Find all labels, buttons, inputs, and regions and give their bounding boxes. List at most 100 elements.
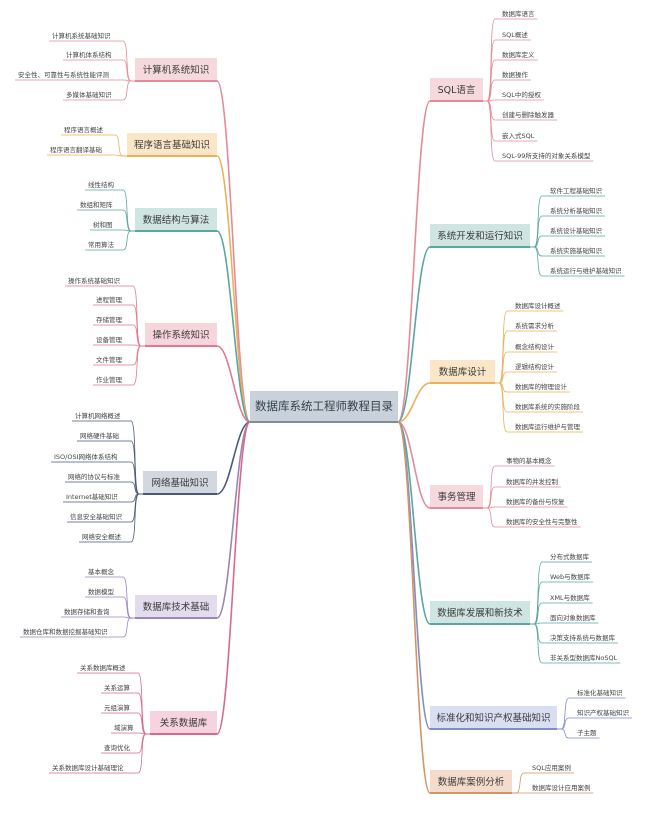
leaf-topic[interactable]: 知识产权基础知识 bbox=[577, 709, 629, 717]
root-topic[interactable]: 数据库系统工程师教程目录 bbox=[250, 391, 398, 423]
branch-transaction[interactable]: 事务管理 bbox=[430, 485, 483, 509]
leaf-topic[interactable]: ISO/OSI网络体系结构 bbox=[54, 453, 118, 461]
leaf-topic[interactable]: 数据库系统的实施阶段 bbox=[515, 403, 580, 411]
leaf-topic[interactable]: 网络的协议与标准 bbox=[68, 473, 120, 481]
leaf-topic[interactable]: SQL应用案例 bbox=[532, 764, 571, 772]
leaf-topic[interactable]: 数据库定义 bbox=[502, 51, 535, 59]
branch-relational-database[interactable]: 关系数据库 bbox=[150, 711, 217, 735]
leaf-connector bbox=[85, 576, 132, 619]
leaf-connector bbox=[560, 717, 632, 730]
branch-data-structures[interactable]: 数据结构与算法 bbox=[135, 208, 217, 232]
leaf-topic[interactable]: 嵌入式SQL bbox=[502, 132, 535, 140]
leaf-topic[interactable]: 作业管理 bbox=[96, 376, 122, 384]
leaf-topic[interactable]: 关系数据库设计基础理论 bbox=[52, 764, 124, 772]
leaf-topic[interactable]: 网络安全概述 bbox=[82, 533, 121, 541]
leaf-topic[interactable]: 多媒体基础知识 bbox=[66, 91, 112, 99]
leaf-topic[interactable]: 元组演算 bbox=[104, 704, 130, 712]
leaf-topic[interactable]: 分布式数据库 bbox=[550, 553, 589, 561]
leaf-topic[interactable]: Internet基础知识 bbox=[66, 493, 118, 501]
leaf-topic[interactable]: 软件工程基础知识 bbox=[550, 187, 602, 195]
leaf-topic[interactable]: 逻辑结构设计 bbox=[515, 363, 554, 371]
leaf-topic[interactable]: 查询优化 bbox=[104, 744, 130, 752]
leaf-topic[interactable]: 程序语言翻译基础 bbox=[50, 146, 102, 154]
leaf-topic[interactable]: 计算机体系结构 bbox=[66, 51, 112, 59]
leaf-connector bbox=[93, 344, 142, 347]
leaf-topic[interactable]: 标准化基础知识 bbox=[577, 689, 623, 697]
branch-programming-language[interactable]: 程序语言基础知识 bbox=[127, 133, 217, 157]
leaf-topic[interactable]: 程序语言概述 bbox=[64, 126, 103, 134]
leaf-connector bbox=[533, 215, 605, 248]
branch-new-technology[interactable]: 数据库发展和新技术 bbox=[430, 601, 530, 625]
leaf-topic[interactable]: 数据库的并发控制 bbox=[506, 478, 558, 486]
leaf-topic[interactable]: 数据库的安全性与完整性 bbox=[506, 518, 578, 526]
leaf-topic[interactable]: 系统设计基础知识 bbox=[550, 227, 602, 235]
leaf-topic[interactable]: 数据操作 bbox=[502, 71, 528, 79]
leaf-topic[interactable]: 决策支持系统与数据库 bbox=[550, 634, 615, 642]
branch-database-design[interactable]: 数据库设计 bbox=[430, 360, 495, 384]
leaf-connector bbox=[20, 617, 132, 638]
leaf-topic[interactable]: 设备管理 bbox=[96, 336, 122, 344]
leaf-topic[interactable]: 操作系统基础知识 bbox=[68, 277, 120, 285]
branch-sql[interactable]: SQL语言 bbox=[430, 78, 483, 102]
branch-operating-system[interactable]: 操作系统知识 bbox=[145, 323, 217, 347]
leaf-topic[interactable]: 数据库设计概述 bbox=[515, 302, 561, 310]
leaf-topic[interactable]: 系统分析基础知识 bbox=[550, 207, 602, 215]
leaf-topic[interactable]: 数据库的备份与恢复 bbox=[506, 498, 565, 506]
leaf-topic[interactable]: 面向对象数据库 bbox=[550, 614, 596, 622]
leaf-topic[interactable]: 数据库设计应用案例 bbox=[532, 784, 591, 792]
connector-left-4 bbox=[216, 421, 251, 495]
leaf-topic[interactable]: 数据模型 bbox=[88, 588, 114, 596]
leaf-topic[interactable]: 安全性、可靠性与系统性能评测 bbox=[18, 71, 109, 79]
branch-system-development[interactable]: 系统开发和运行知识 bbox=[430, 224, 530, 248]
connector-right-6 bbox=[397, 421, 431, 794]
leaf-topic[interactable]: 计算机系统基础知识 bbox=[52, 32, 111, 40]
leaf-connector bbox=[533, 623, 621, 664]
leaf-topic[interactable]: 数据库的物理设计 bbox=[515, 383, 567, 391]
leaf-topic[interactable]: SQL概述 bbox=[502, 31, 528, 39]
connector-right-0 bbox=[397, 100, 431, 423]
leaf-topic[interactable]: 文件管理 bbox=[96, 356, 122, 364]
leaf-connector bbox=[486, 99, 544, 102]
branch-standardization[interactable]: 标准化和知识产权基础知识 bbox=[430, 706, 557, 730]
leaf-topic[interactable]: 非关系型数据库NoSQL bbox=[550, 654, 618, 662]
leaf-topic[interactable]: 系统实施基础知识 bbox=[550, 247, 602, 255]
leaf-connector bbox=[486, 59, 538, 102]
leaf-topic[interactable]: 事物的基本概念 bbox=[506, 457, 552, 465]
leaf-topic[interactable]: 数据存储和查询 bbox=[64, 608, 110, 616]
leaf-topic[interactable]: SQL中的授权 bbox=[502, 91, 541, 99]
leaf-topic[interactable]: Web与数据库 bbox=[550, 573, 591, 581]
leaf-topic[interactable]: 网络硬件基础 bbox=[80, 432, 119, 440]
branch-case-analysis[interactable]: 数据库案例分析 bbox=[430, 770, 512, 794]
leaf-connector bbox=[498, 371, 557, 384]
leaf-connector bbox=[486, 465, 555, 509]
leaf-topic[interactable]: XML与数据库 bbox=[550, 594, 590, 602]
leaf-topic[interactable]: 系统运行与维护基础知识 bbox=[550, 267, 622, 275]
leaf-topic[interactable]: 创建与删除触发器 bbox=[502, 111, 554, 119]
leaf-connector bbox=[533, 622, 599, 625]
leaf-topic[interactable]: 基本概念 bbox=[88, 568, 114, 576]
connector-right-1 bbox=[397, 246, 431, 423]
leaf-topic[interactable]: 系统需求分析 bbox=[515, 322, 554, 330]
leaf-topic[interactable]: 信息安全基础知识 bbox=[70, 513, 122, 521]
leaf-topic[interactable]: 域演算 bbox=[114, 724, 134, 732]
leaf-topic[interactable]: 数据库语言 bbox=[502, 10, 535, 18]
leaf-topic[interactable]: 关系数据库概述 bbox=[80, 664, 126, 672]
leaf-topic[interactable]: 存储管理 bbox=[96, 316, 122, 324]
leaf-topic[interactable]: 线性结构 bbox=[88, 181, 114, 189]
leaf-connector bbox=[15, 79, 132, 82]
leaf-topic[interactable]: 常用算法 bbox=[88, 241, 114, 249]
branch-computer-system[interactable]: 计算机系统知识 bbox=[135, 58, 217, 82]
branch-network[interactable]: 网络基础知识 bbox=[143, 471, 217, 495]
branch-database-basics[interactable]: 数据库技术基础 bbox=[135, 595, 217, 619]
leaf-topic[interactable]: 计算机网络概述 bbox=[75, 412, 121, 420]
leaf-connector bbox=[486, 506, 568, 509]
leaf-topic[interactable]: 子主题 bbox=[577, 729, 597, 737]
leaf-topic[interactable]: 进程管理 bbox=[96, 296, 122, 304]
leaf-topic[interactable]: 树和图 bbox=[93, 221, 113, 229]
leaf-topic[interactable]: SQL-99所支持的对象关系模型 bbox=[502, 152, 591, 160]
leaf-topic[interactable]: 数据库运行维护与管理 bbox=[515, 423, 580, 431]
leaf-topic[interactable]: 数据仓库和数据挖掘基础知识 bbox=[23, 628, 108, 636]
leaf-topic[interactable]: 数组和矩阵 bbox=[80, 201, 113, 209]
leaf-topic[interactable]: 概念结构设计 bbox=[515, 343, 554, 351]
leaf-topic[interactable]: 关系运算 bbox=[104, 684, 130, 692]
